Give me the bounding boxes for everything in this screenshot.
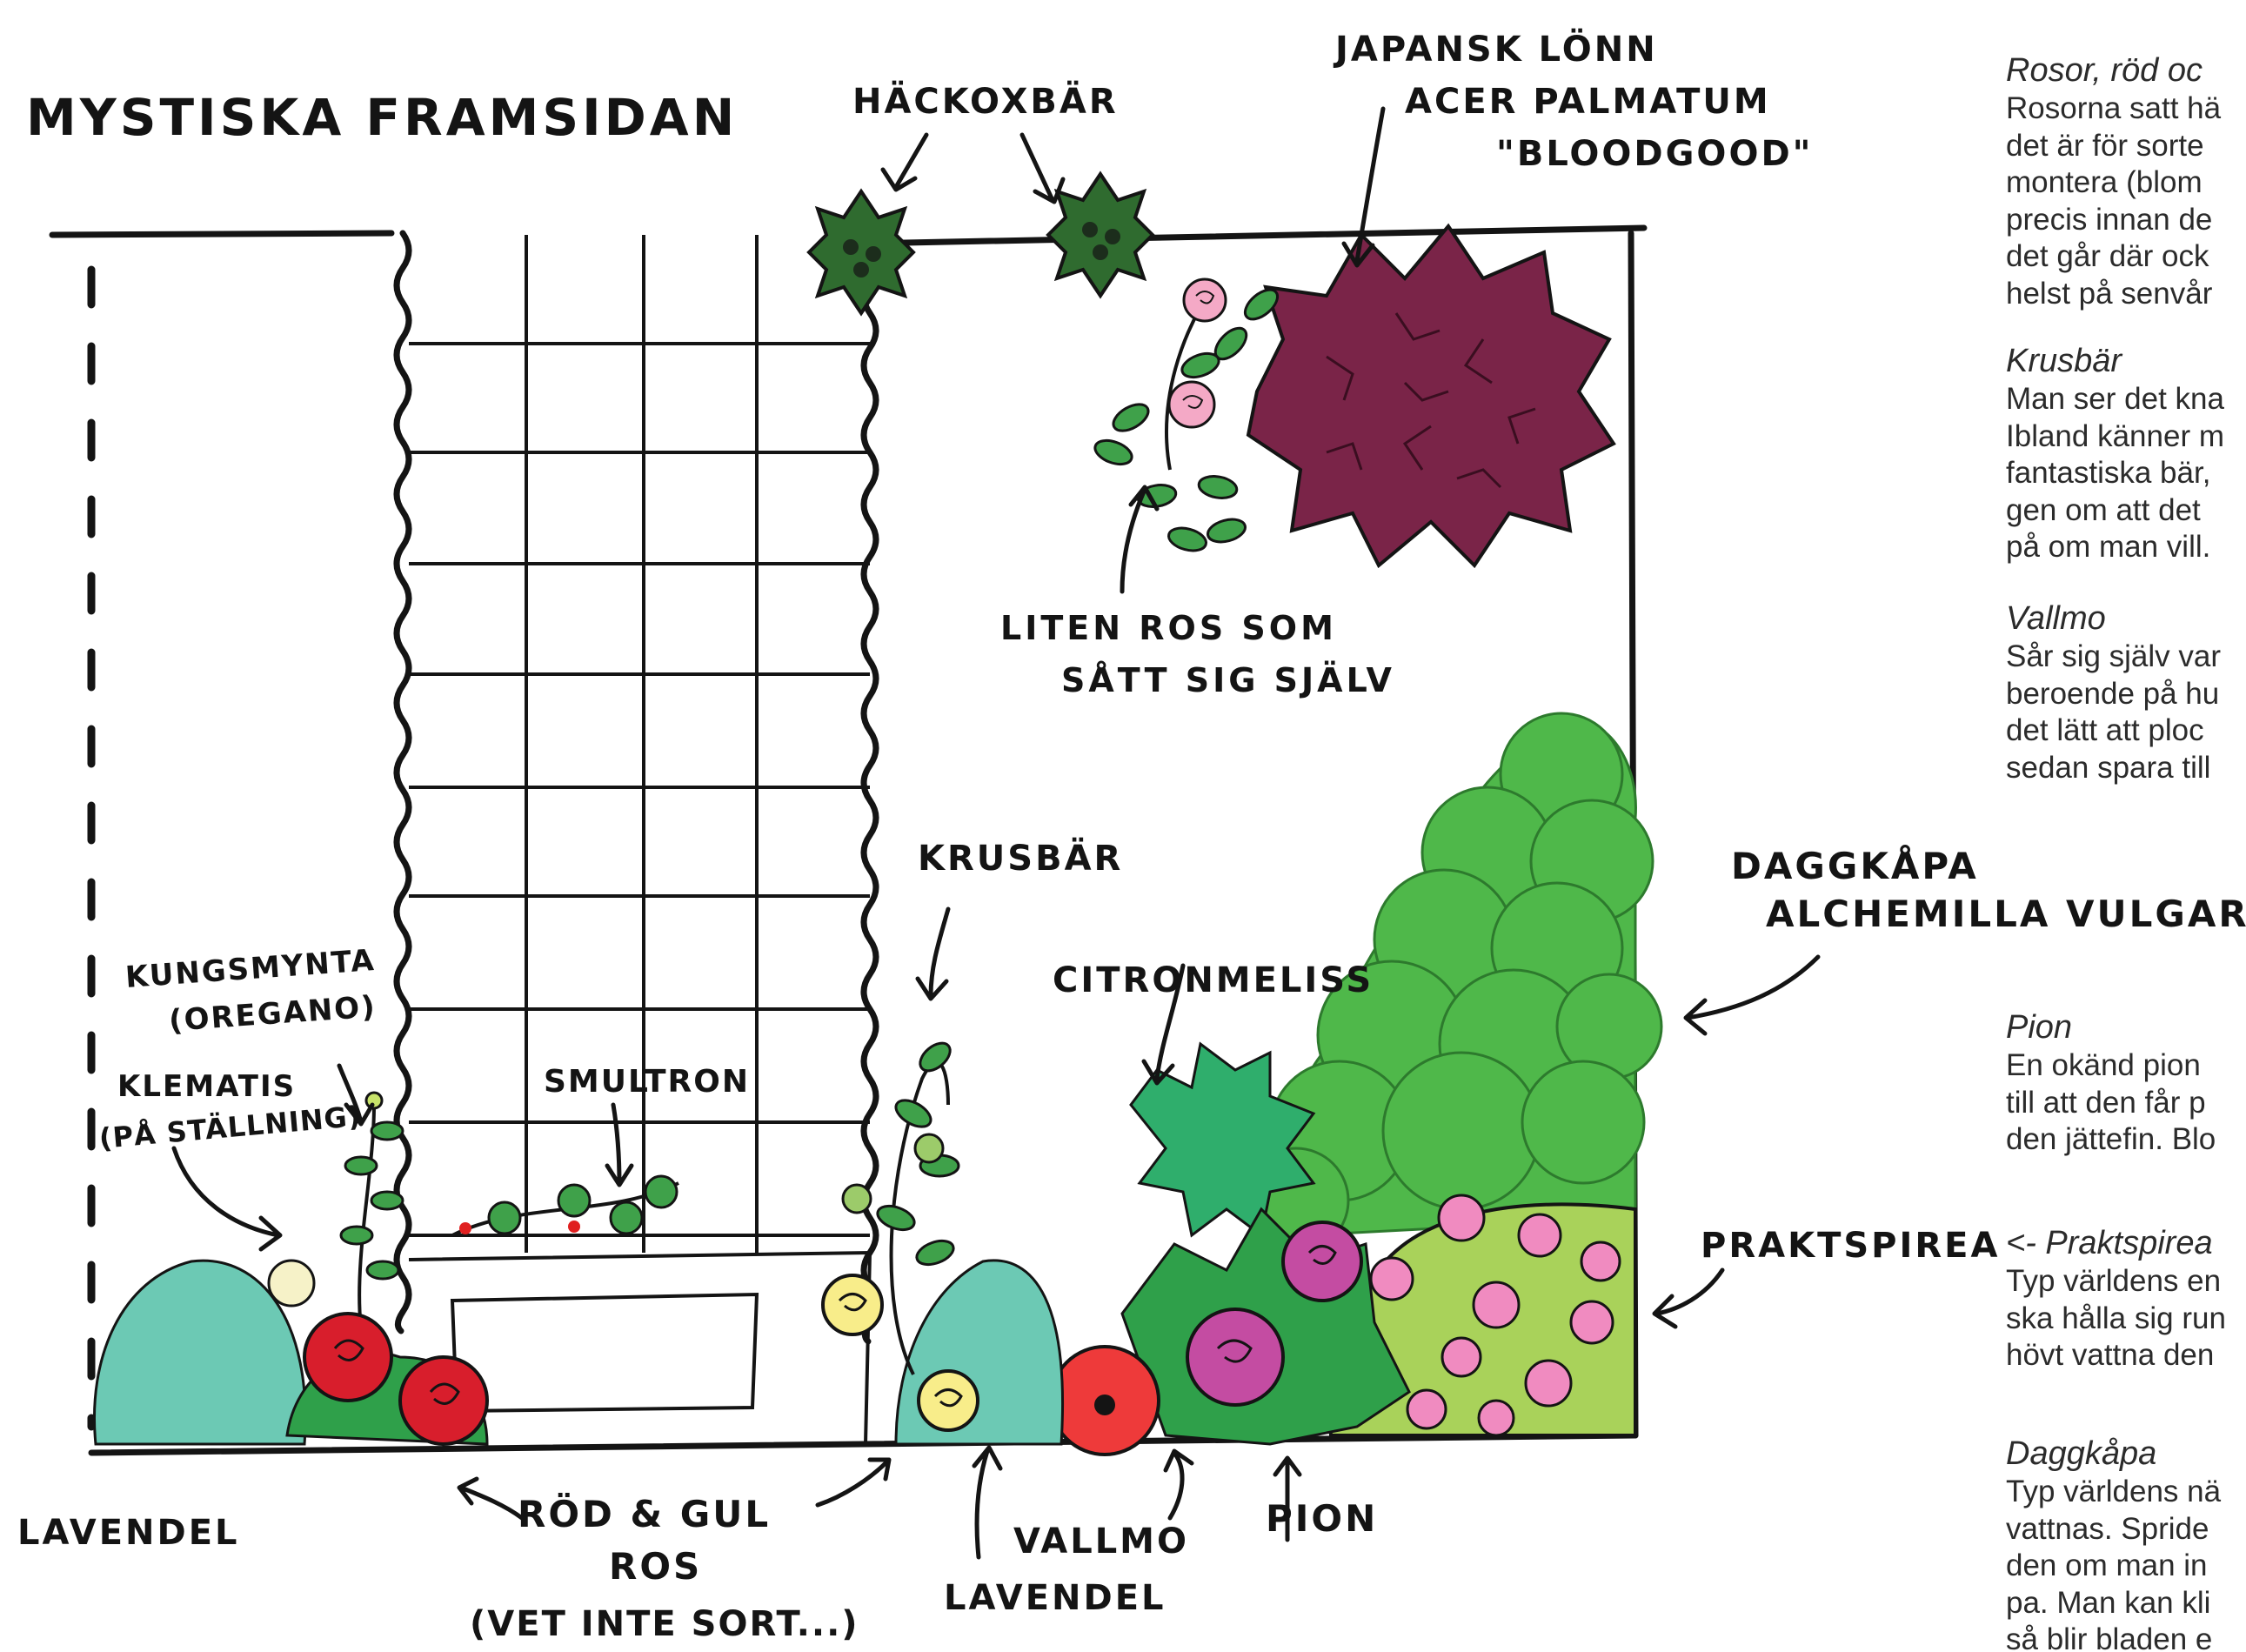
label-praktspirea: PRAKTSPIREA	[1701, 1226, 2000, 1266]
note-title: Krusbär	[2006, 343, 2122, 379]
label-kungsmynta-1: KUNGSMYNTA	[124, 943, 377, 995]
gooseberry	[841, 1041, 960, 1375]
note-line: helst på senvår	[2006, 276, 2213, 311]
note-line: det är för sorte	[2006, 128, 2204, 163]
notes-column: Rosor, röd oc Rosorna satt hä det är för…	[2006, 50, 2246, 1652]
self-sown-rose	[1093, 278, 1280, 552]
note-line: Typ världens en	[2006, 1264, 2222, 1298]
lavender-left	[93, 1259, 307, 1446]
label-liten-ros-2: SÅTT SIG SJÄLV	[1061, 661, 1395, 699]
note-title: Daggkåpa	[2006, 1435, 2157, 1472]
label-japansk-lonn-1: JAPANSK LÖNN	[1333, 28, 1658, 70]
label-liten-ros-1: LITEN ROS SOM	[1000, 609, 1337, 647]
note-title: Vallmo	[2006, 600, 2106, 637]
label-japansk-lonn-3: "BLOODGOOD"	[1496, 134, 1813, 174]
note-rosor: Rosor, röd oc Rosorna satt hä det är för…	[2006, 50, 2246, 312]
note-line: till att den får p	[2006, 1085, 2206, 1120]
note-line: så blir bladen e	[2006, 1622, 2213, 1652]
label-japansk-lonn-2: ACER PALMATUM	[1405, 82, 1771, 122]
label-rod-gul-1: RÖD & GUL	[518, 1492, 771, 1535]
note-praktspirea: <- Praktspirea Typ världens en ska hålla…	[2006, 1223, 2246, 1374]
note-line: gen om att det	[2006, 492, 2201, 527]
note-line: sedan spara till	[2006, 750, 2211, 785]
lavender-middle	[894, 1259, 1065, 1446]
trellis-edge-right	[860, 240, 879, 1345]
label-daggkapa-2: ALCHEMILLA VULGARIS	[1766, 893, 2246, 935]
note-line: En okänd pion	[2006, 1048, 2201, 1082]
label-hackoxbar: HÄCKOXBÄR	[852, 80, 1119, 122]
label-vallmo: VALLMO	[1013, 1522, 1189, 1562]
note-line: Ibland känner m	[2006, 418, 2224, 453]
note-line: på om man vill.	[2006, 530, 2211, 564]
label-krusbar: KRUSBÄR	[918, 837, 1123, 879]
note-line: Man ser det kna	[2006, 382, 2224, 416]
label-klematis-1: KLEMATIS	[117, 1069, 296, 1104]
note-line: Typ världens nä	[2006, 1475, 2222, 1508]
lemon-balm	[1129, 1041, 1316, 1238]
note-daggkapa: Daggkåpa Typ världens nä vattnas. Spride…	[2006, 1434, 2246, 1652]
note-title: Pion	[2006, 1009, 2073, 1046]
ground-line	[88, 1432, 1639, 1456]
note-line: Rosorna satt hä	[2006, 91, 2222, 125]
note-line: den jättefin. Blo	[2006, 1122, 2216, 1156]
label-citronmeliss: CITRONMELISS	[1053, 960, 1374, 1000]
note-title: <- Praktspirea	[2006, 1225, 2213, 1261]
label-lavendel-left: LAVENDEL	[17, 1513, 240, 1553]
note-title: Rosor, röd oc	[2006, 52, 2203, 89]
note-vallmo: Vallmo Sår sig själv var beroende på hu …	[2006, 599, 2246, 786]
trellis-grid	[409, 235, 870, 1253]
label-klematis-2: (PÅ STÄLLNING)	[97, 1100, 362, 1155]
page-title: MYSTISKA FRAMSIDAN	[26, 88, 738, 147]
note-line: pa. Man kan kli	[2006, 1585, 2211, 1620]
label-daggkapa-1: DAGGKÅPA	[1731, 844, 1979, 887]
red-roses	[285, 1312, 489, 1446]
note-line: hövt vattna den	[2006, 1338, 2215, 1372]
note-line: montera (blom	[2006, 165, 2203, 199]
label-rod-gul-2: ROS	[609, 1545, 702, 1588]
label-smultron: SMULTRON	[544, 1064, 750, 1100]
note-line: det lätt att ploc	[2006, 713, 2204, 747]
label-kungsmynta-2: (OREGANO)	[168, 989, 378, 1039]
peony	[1120, 1207, 1411, 1446]
label-rod-gul-3: (VET INTE SORT...)	[470, 1604, 859, 1644]
annotation-arrows	[171, 106, 1821, 1560]
note-line: den om man in	[2006, 1548, 2208, 1582]
wild-strawberries	[451, 1174, 679, 1237]
yellow-roses	[821, 1274, 979, 1432]
note-line: ska hålla sig run	[2006, 1301, 2226, 1335]
poppy	[1049, 1345, 1160, 1456]
note-krusbar: Krusbär Man ser det kna Ibland känner m …	[2006, 341, 2246, 566]
japanese-maple	[1246, 223, 1616, 569]
note-pion: Pion En okänd pion till att den får p de…	[2006, 1007, 2246, 1159]
eave-line-left	[49, 230, 395, 238]
eave-line-right	[858, 224, 1648, 247]
note-line: precis innan de	[2006, 202, 2213, 237]
note-line: fantastiska bär,	[2006, 456, 2211, 490]
label-lavendel-mid: LAVENDEL	[944, 1578, 1166, 1618]
clematis-oregano	[267, 1091, 404, 1358]
note-line: Sår sig själv var	[2006, 639, 2222, 673]
note-line: vattnas. Spride	[2006, 1511, 2209, 1546]
label-pion: PION	[1266, 1497, 1378, 1540]
note-line: det går där ock	[2006, 239, 2209, 273]
note-line: beroende på hu	[2006, 676, 2220, 711]
trellis-edge-left	[393, 230, 412, 1334]
hedge-cotoneaster	[806, 171, 1155, 317]
